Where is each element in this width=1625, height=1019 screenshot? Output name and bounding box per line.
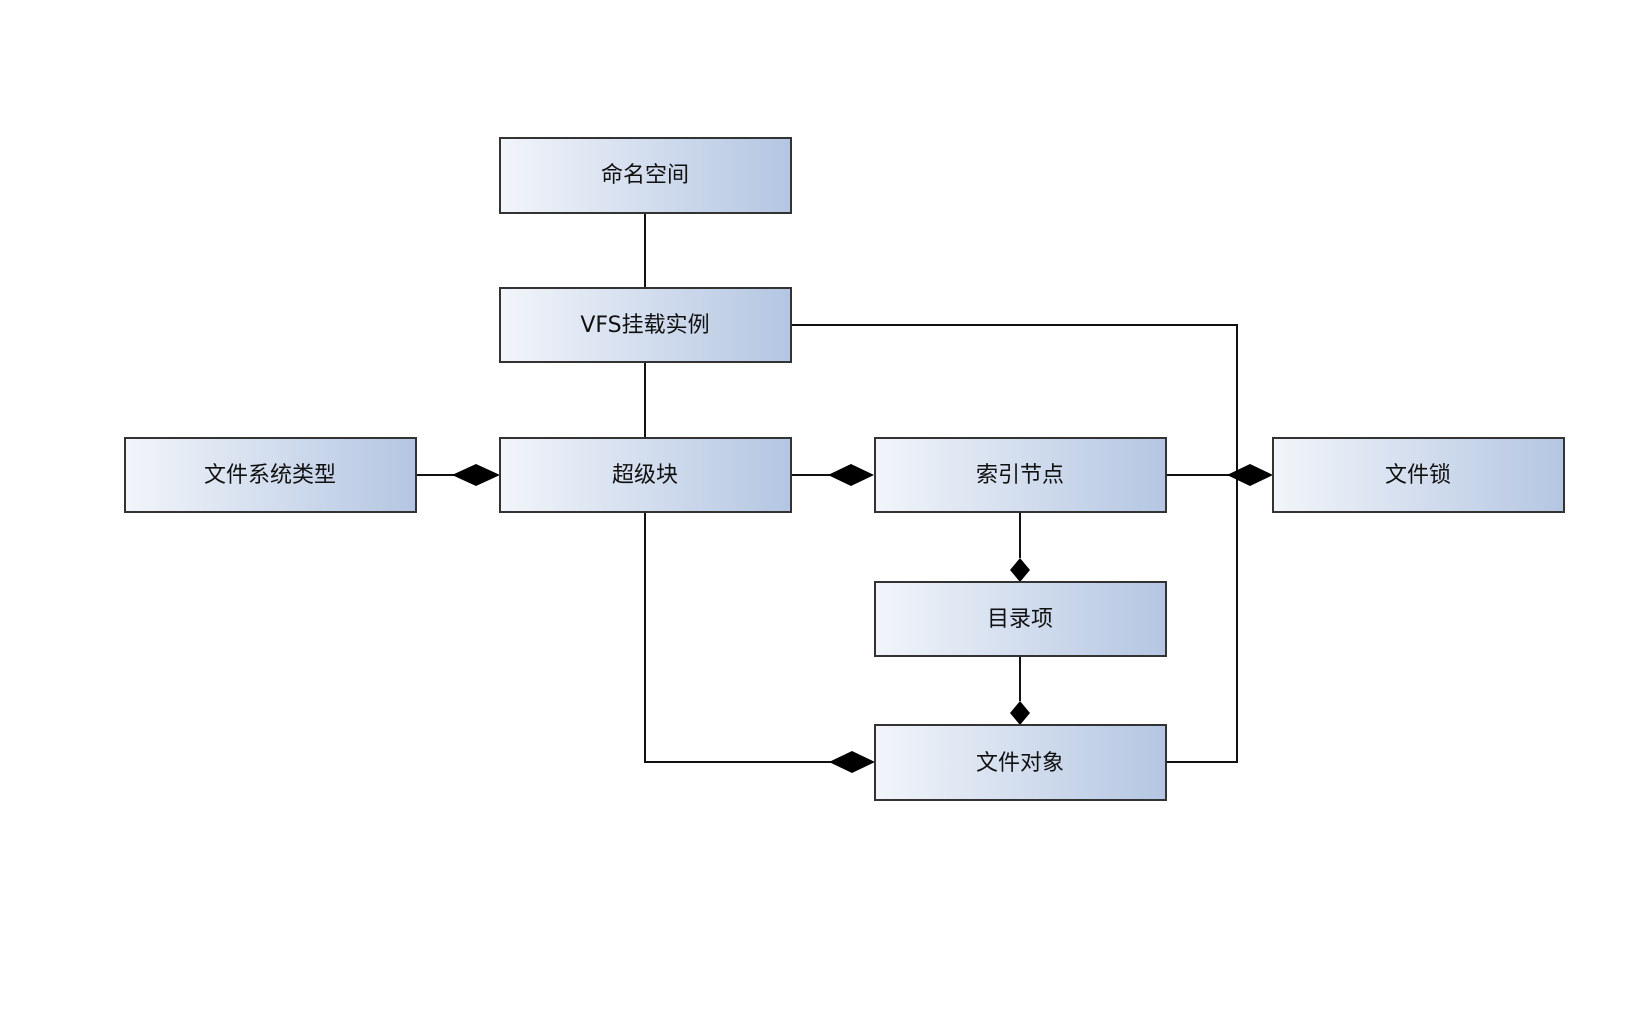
edge-vfs-mount-trunk bbox=[791, 324, 1238, 763]
connectors bbox=[416, 213, 1250, 763]
diamond-icon bbox=[829, 751, 875, 773]
node-namespace[interactable]: 命名空间 bbox=[499, 137, 792, 214]
node-dentry[interactable]: 目录项 bbox=[874, 581, 1167, 657]
edge-superblock-file-object bbox=[644, 512, 851, 763]
diamond-icon bbox=[1227, 464, 1273, 486]
node-namespace-label: 命名空间 bbox=[601, 163, 689, 188]
node-vfs-mount[interactable]: VFS挂载实例 bbox=[499, 287, 792, 363]
node-file-object[interactable]: 文件对象 bbox=[874, 724, 1167, 801]
node-inode-label: 索引节点 bbox=[976, 463, 1064, 488]
node-fs-type[interactable]: 文件系统类型 bbox=[124, 437, 417, 513]
node-file-lock-label: 文件锁 bbox=[1385, 463, 1451, 488]
node-superblock[interactable]: 超级块 bbox=[499, 437, 792, 513]
composition-markers bbox=[452, 464, 1273, 773]
node-dentry-label: 目录项 bbox=[987, 607, 1053, 632]
diamond-icon bbox=[1010, 558, 1030, 582]
diamond-icon bbox=[452, 464, 500, 486]
node-fs-type-label: 文件系统类型 bbox=[204, 463, 336, 488]
diamond-icon bbox=[1010, 701, 1030, 725]
diamond-icon bbox=[828, 464, 874, 486]
node-file-lock[interactable]: 文件锁 bbox=[1272, 437, 1565, 513]
node-file-object-label: 文件对象 bbox=[976, 751, 1064, 776]
node-superblock-label: 超级块 bbox=[612, 463, 678, 488]
node-inode[interactable]: 索引节点 bbox=[874, 437, 1167, 513]
node-vfs-mount-label: VFS挂载实例 bbox=[580, 313, 709, 338]
